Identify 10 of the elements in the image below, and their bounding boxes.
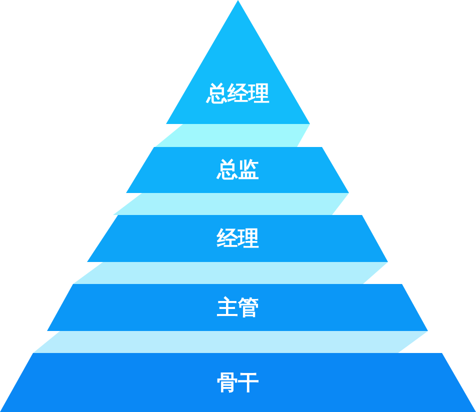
trapezoid-tier <box>0 353 476 412</box>
tier-label: 总经理 <box>206 84 270 104</box>
triangle-tier <box>166 0 310 124</box>
tier-label: 骨干 <box>217 372 259 393</box>
tier-label: 主管 <box>217 297 259 318</box>
trapezoid-tier <box>47 284 428 331</box>
tier-label: 总监 <box>217 160 259 180</box>
trapezoid-tier <box>126 147 349 193</box>
trapezoid-tier <box>87 215 388 262</box>
tier-label: 经理 <box>217 228 259 249</box>
